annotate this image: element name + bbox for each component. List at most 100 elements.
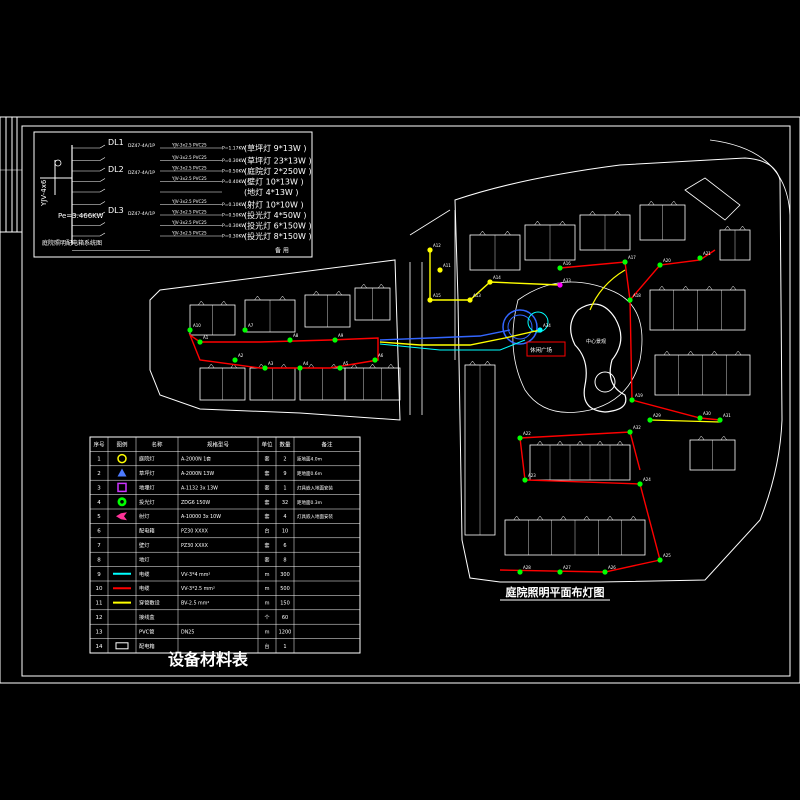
- breaker-label: DZ47-4A/1P: [128, 170, 155, 176]
- building-block: [579, 210, 631, 251]
- item-quantity: 60: [282, 615, 288, 621]
- item-quantity: 8: [283, 557, 286, 563]
- light-fixture-icon: [522, 477, 528, 483]
- branch-fixture-desc: (地灯 4*13W ): [244, 187, 299, 197]
- fixture-label: A25: [663, 553, 671, 558]
- row-number: 11: [96, 601, 103, 607]
- fixture-label: A23: [528, 473, 536, 478]
- fixture-label: A10: [193, 323, 201, 328]
- building-block: [719, 225, 751, 261]
- central-landscape: 休闲广场 中心景观: [502, 281, 643, 413]
- branch-fixture-desc: (射灯 10*10W ): [244, 200, 304, 210]
- branch-load-label: P=0.30KW: [222, 223, 246, 229]
- branch-load-label: P=0.50KW: [222, 169, 246, 175]
- plaza-ring-outer: [502, 309, 538, 345]
- breaker-switch-icon: [99, 222, 106, 226]
- light-fixture-icon: [427, 297, 433, 303]
- building-block: [199, 363, 246, 401]
- pond: [570, 303, 627, 413]
- item-name: PVC管: [139, 627, 155, 635]
- item-name: 射灯: [139, 512, 149, 520]
- light-fixture-icon: [427, 247, 433, 253]
- legend-symbol-icon: [115, 642, 129, 650]
- item-quantity: 9: [283, 471, 286, 477]
- item-name: 穿管敷设: [139, 599, 160, 607]
- pavilion: [526, 341, 566, 357]
- breaker-switch-icon: [99, 188, 106, 193]
- fixture-label: A31: [723, 413, 731, 418]
- row-number: 13: [96, 629, 103, 635]
- item-quantity: 10: [282, 529, 288, 535]
- residential-buildings: [189, 177, 751, 556]
- light-fixture-icon: [242, 327, 248, 333]
- material-table-grid: [89, 436, 361, 654]
- circuit-name: DL1: [108, 138, 124, 147]
- building-block: [469, 230, 521, 271]
- item-note: 距地面0.3m: [297, 499, 322, 506]
- table-title: 设备材料表: [168, 650, 249, 669]
- item-quantity: 500: [280, 586, 290, 592]
- legend-symbol-icon: [117, 468, 127, 477]
- branch-cable-label: YJV-3x2.5 PVC25: [171, 199, 207, 204]
- item-unit: 套: [264, 513, 269, 520]
- meter-icon: [54, 159, 62, 167]
- row-number: 6: [97, 529, 101, 535]
- item-quantity: 4: [283, 514, 286, 520]
- item-spec: PZ30 XXXX: [181, 543, 209, 549]
- light-fixture-icon: [537, 327, 543, 333]
- fixture-label: A26: [608, 565, 616, 570]
- pavilion-label: 休闲广场: [530, 346, 553, 354]
- breaker-switch-icon: [99, 211, 106, 216]
- branch-fixture-desc: (草坪灯 9*13W ): [244, 143, 307, 153]
- branch-load-label: P=0.40KW: [222, 179, 246, 185]
- building-block: [464, 360, 496, 536]
- item-quantity: 1200: [279, 629, 292, 635]
- fixture-label: A9: [338, 333, 344, 338]
- light-fixture-icon: [622, 259, 628, 265]
- row-number: 12: [96, 615, 103, 621]
- fixture-label: A20: [663, 258, 671, 263]
- breaker-switch-icon: [99, 157, 106, 161]
- panel-box-label: 庭院照明配电箱系统图: [42, 239, 102, 247]
- branch-load-label: P=0.30KW: [222, 234, 246, 240]
- legend-symbol-icon: [119, 554, 124, 564]
- light-fixture-icon: [187, 327, 193, 333]
- building-block: [244, 295, 296, 333]
- light-fixture-icon: [297, 365, 303, 371]
- fixture-label: A17: [628, 255, 636, 260]
- branch-load-label: P=0.50KW: [222, 213, 246, 219]
- building-block: [354, 283, 391, 321]
- fixture-label: A6: [378, 353, 384, 358]
- breaker-switch-icon: [99, 201, 106, 205]
- legend-symbol-icon: [119, 540, 124, 550]
- item-spec: A-2000N 13W: [181, 471, 214, 477]
- light-fixture-icon: [332, 337, 338, 343]
- item-quantity: 1: [283, 485, 286, 491]
- branch-cable-label: YJV-3x2.5 PVC25: [171, 155, 207, 160]
- row-number: 1: [97, 457, 101, 463]
- item-spec: A-2000N 1套: [181, 456, 211, 463]
- light-fixture-icon: [602, 569, 608, 575]
- item-spec: DN25: [181, 629, 194, 635]
- row-number: 9: [97, 572, 101, 578]
- light-fixture-icon: [557, 265, 563, 271]
- item-name: 地灯: [139, 555, 149, 563]
- light-fixture-icon: [557, 282, 563, 288]
- branch-fixture-desc: (草坪灯 23*13W ): [244, 156, 312, 166]
- light-fixture-icon: [262, 365, 268, 371]
- cable-red-west: [188, 333, 379, 369]
- light-fixture-icon: [697, 415, 703, 421]
- fixture-label: A32: [633, 425, 641, 430]
- building-block: [649, 285, 746, 331]
- light-fixture-icon: [517, 435, 523, 441]
- row-number: 14: [96, 644, 103, 650]
- branch-fixture-desc: (投光灯 8*150W ): [244, 231, 312, 241]
- fixture-label: A33: [563, 278, 571, 283]
- branch-load-label: P=0.10KW: [222, 202, 246, 208]
- building-block: [504, 515, 646, 556]
- fixture-label: A29: [653, 413, 661, 418]
- item-unit: 套: [264, 484, 269, 491]
- item-note: 灯具嵌入地面安装: [297, 513, 333, 520]
